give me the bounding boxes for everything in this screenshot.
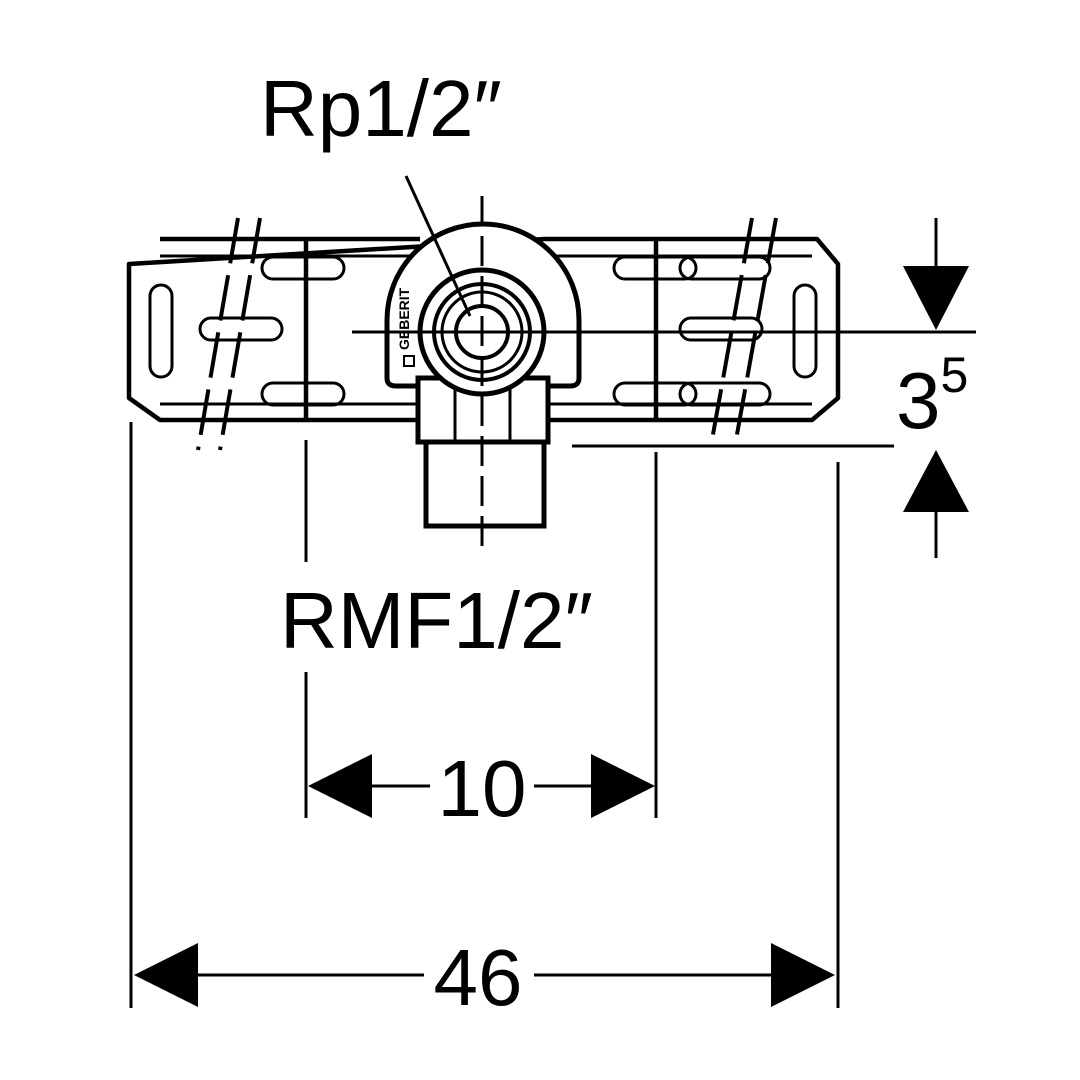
slot xyxy=(678,381,772,407)
arrow-right-icon xyxy=(591,754,655,818)
slot xyxy=(678,316,764,342)
end-slot-left xyxy=(148,283,174,379)
thread-leader-line xyxy=(404,175,472,317)
arrow-left-icon xyxy=(308,754,372,818)
offset-dimension-label: 35 xyxy=(896,347,968,445)
break-lines xyxy=(196,217,778,451)
dimension-arrows xyxy=(134,266,969,1007)
dimension-lines xyxy=(129,218,938,1008)
arrow-left-icon xyxy=(134,943,198,1007)
logo-square-icon xyxy=(403,355,415,367)
slot xyxy=(612,381,698,407)
arrow-right-icon xyxy=(771,943,835,1007)
fitting-outlet xyxy=(423,439,547,529)
slot xyxy=(260,255,346,281)
mounting-plate xyxy=(126,236,841,423)
logo-text: GEBERIT xyxy=(396,287,412,350)
dimension-label-inner: 10 xyxy=(438,744,527,833)
slot xyxy=(612,255,698,281)
dimension-label-outer: 46 xyxy=(434,933,523,1022)
offset-dimension-main: 3 xyxy=(896,356,941,445)
offset-dimension-superscript: 5 xyxy=(941,347,969,403)
arrow-up-icon xyxy=(903,450,969,512)
arrow-down-icon xyxy=(903,266,969,330)
brand-logo: GEBERIT xyxy=(396,287,415,367)
plate-outline xyxy=(126,236,841,423)
thread-label-bottom: RMF1/2″ xyxy=(280,576,593,665)
center-lines xyxy=(352,196,976,550)
slot xyxy=(678,255,772,281)
slot xyxy=(260,381,346,407)
thread-label-top: Rp1/2″ xyxy=(260,64,502,153)
